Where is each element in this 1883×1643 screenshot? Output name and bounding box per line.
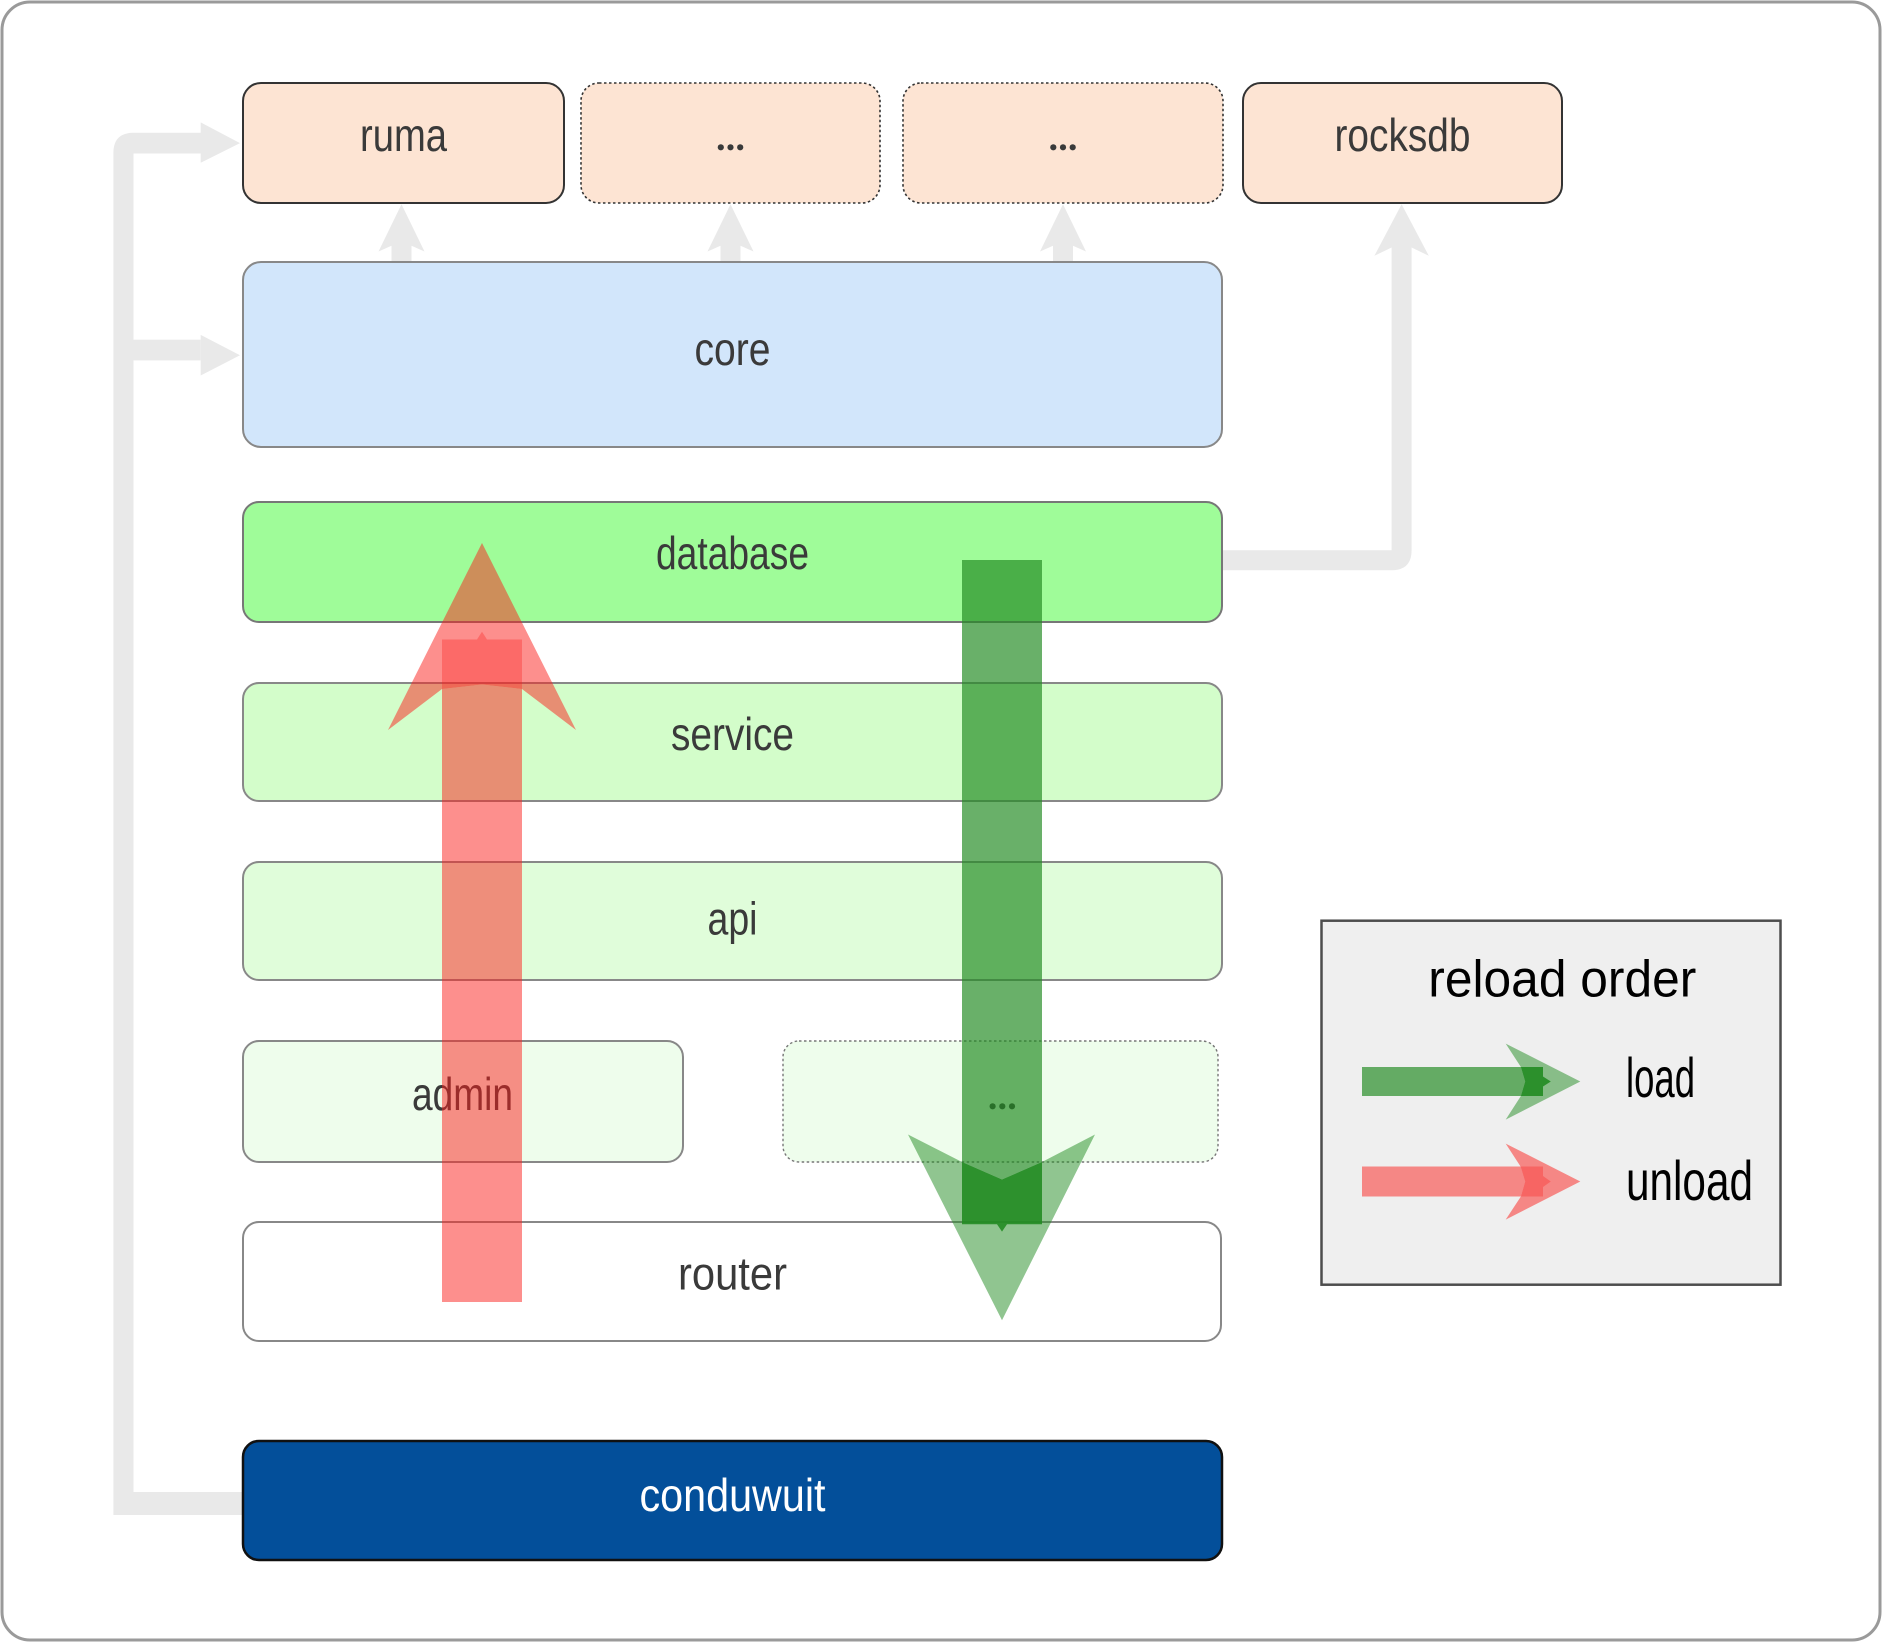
- svg-text:api: api: [708, 893, 758, 945]
- svg-text:database: database: [656, 527, 809, 579]
- svg-text:rocksdb: rocksdb: [1335, 109, 1471, 161]
- svg-text:service: service: [671, 708, 794, 760]
- svg-text:router: router: [678, 1247, 787, 1299]
- svg-text:ruma: ruma: [360, 109, 447, 161]
- svg-text:reload order: reload order: [1428, 951, 1696, 1009]
- svg-text:unload: unload: [1626, 1149, 1753, 1212]
- svg-text:core: core: [695, 323, 771, 375]
- svg-text:conduwuit: conduwuit: [640, 1469, 826, 1521]
- svg-text:load: load: [1626, 1046, 1695, 1109]
